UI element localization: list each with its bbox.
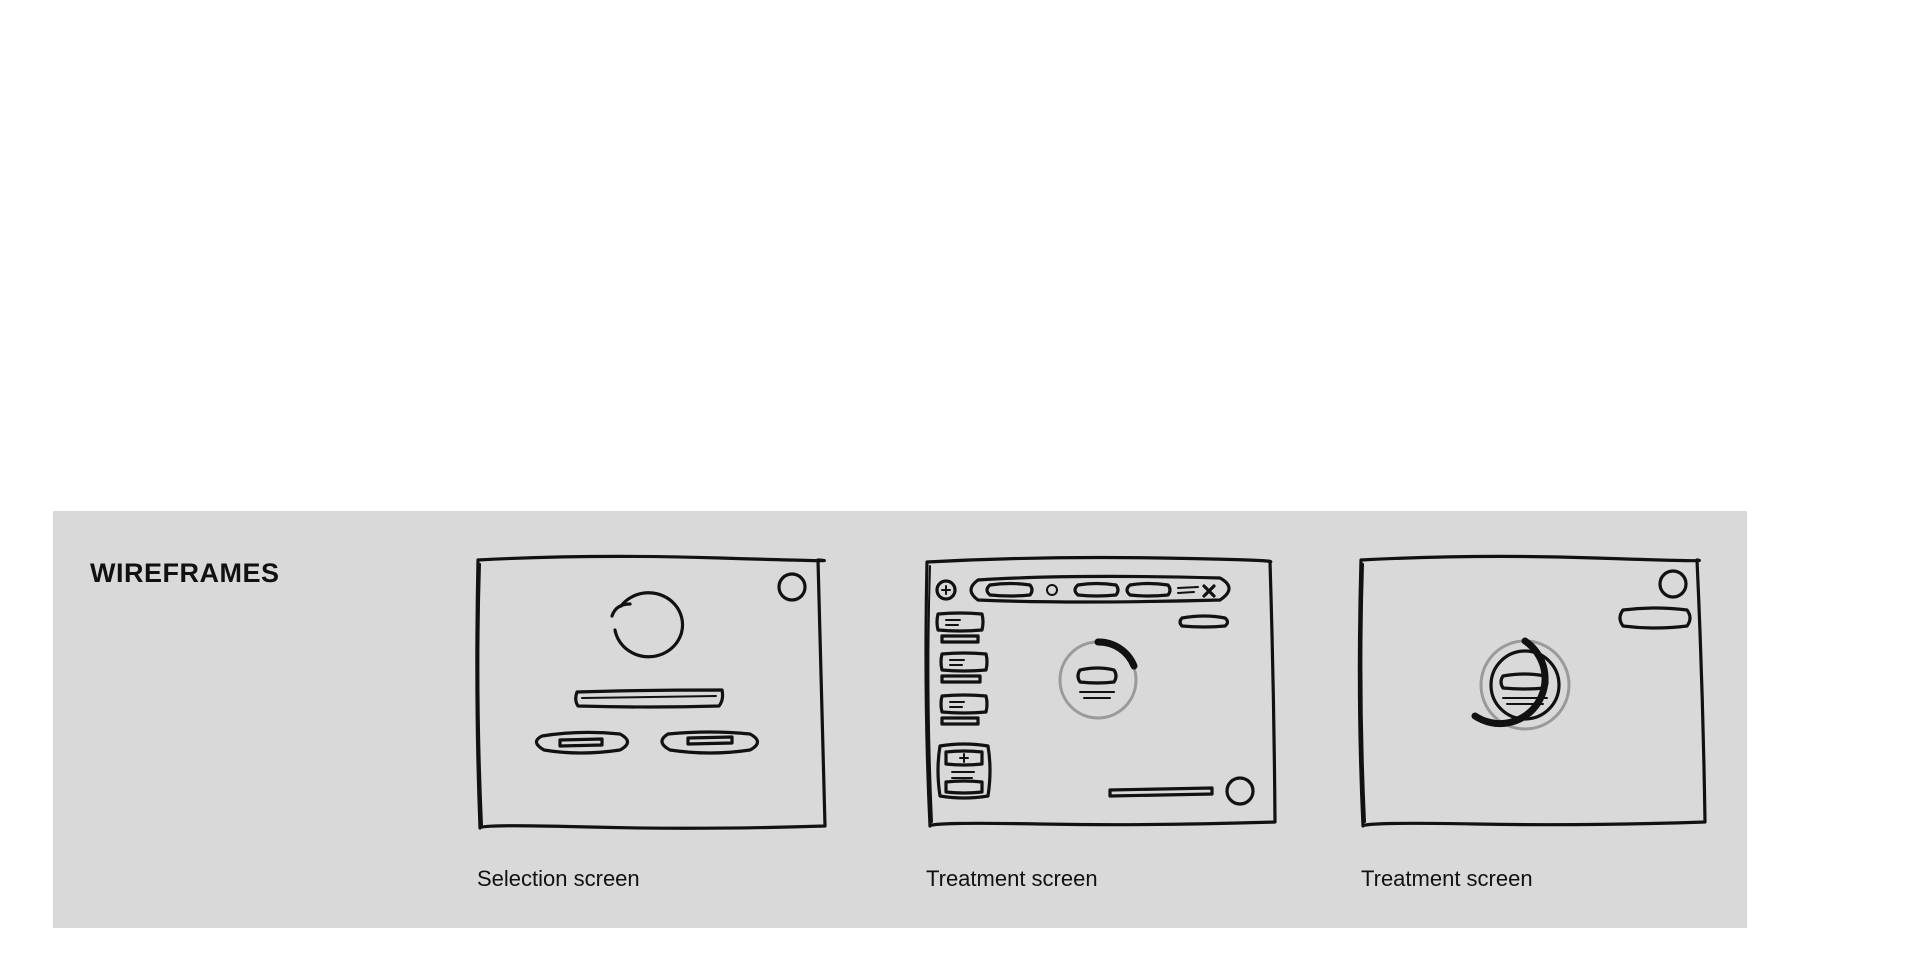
wireframes-panel: [53, 511, 1747, 928]
badge-sketch: [1178, 614, 1230, 629]
selection-screen-sketch: [475, 554, 827, 830]
badge-sketch: [1618, 606, 1692, 630]
caption-treatment-screen-2: Treatment screen: [1361, 866, 1533, 891]
left-button-sketch: [534, 730, 630, 755]
top-toolbar-sketch: [969, 574, 1231, 604]
treatment-screen-sketch-2: [1357, 554, 1707, 828]
close-icon: [1658, 569, 1688, 599]
wireframe-treatment-screen-2: [1355, 550, 1715, 840]
treatment-screen-sketch-1: [924, 555, 1277, 828]
close-icon: [777, 572, 807, 602]
section-title: WIREFRAMES: [90, 558, 280, 588]
wireframe-selection-screen: [470, 550, 830, 840]
close-icon: [1202, 584, 1216, 598]
play-icon: [1225, 776, 1255, 806]
right-button-sketch: [660, 730, 760, 755]
back-icon: [935, 579, 957, 601]
stepper-sketch: [936, 742, 992, 800]
avatar-circle-sketch: [613, 591, 685, 659]
input-field-sketch: [574, 688, 725, 709]
wireframe-treatment-screen-1: [920, 550, 1280, 840]
caption-treatment-screen-1: Treatment screen: [926, 866, 1098, 891]
progress-bar-sketch: [1108, 786, 1214, 798]
caption-selection-screen: Selection screen: [477, 866, 640, 891]
